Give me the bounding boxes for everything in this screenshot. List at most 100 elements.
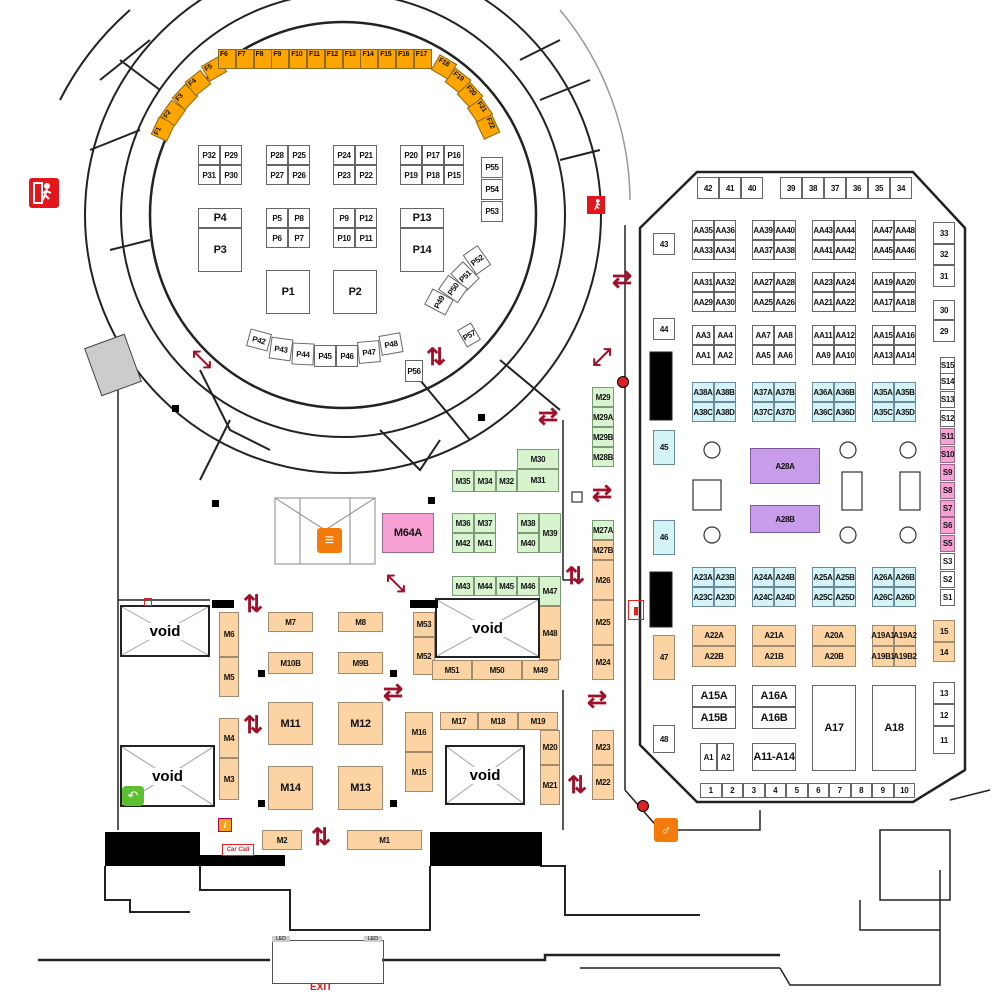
booth-aa36[interactable]: AA36 (714, 220, 736, 240)
booth-p45[interactable]: P45 (314, 345, 336, 367)
booth-a25b[interactable]: A25B (834, 567, 856, 587)
booth-aa14[interactable]: AA14 (894, 345, 916, 365)
booth-m52[interactable]: M52 (413, 637, 435, 675)
booth-aa35[interactable]: AA35 (692, 220, 714, 240)
booth-m6[interactable]: M6 (219, 612, 239, 657)
booth-f7[interactable]: F7 (235, 49, 254, 69)
booth-s8[interactable]: S8 (940, 482, 955, 499)
booth-f8[interactable]: F8 (253, 49, 272, 69)
booth-2[interactable]: 2 (721, 783, 743, 798)
booth-38[interactable]: 38 (802, 177, 824, 199)
booth-m29[interactable]: M29 (592, 387, 614, 407)
booth-m51[interactable]: M51 (432, 660, 472, 680)
booth-aa33[interactable]: AA33 (692, 240, 714, 260)
booth-a37d[interactable]: A37D (774, 402, 796, 422)
booth-p24[interactable]: P24 (333, 145, 355, 165)
booth-m31[interactable]: M31 (517, 469, 559, 492)
booth-aa13[interactable]: AA13 (872, 345, 894, 365)
booth-p22[interactable]: P22 (355, 165, 377, 185)
booth-m15[interactable]: M15 (405, 752, 433, 792)
booth-p23[interactable]: P23 (333, 165, 355, 185)
booth-aa43[interactable]: AA43 (812, 220, 834, 240)
booth-s1[interactable]: S1 (940, 589, 955, 606)
booth-m21[interactable]: M21 (540, 765, 560, 805)
booth-a22b[interactable]: A22B (692, 646, 736, 667)
booth-a38b[interactable]: A38B (714, 382, 736, 402)
booth-33[interactable]: 33 (933, 222, 955, 244)
booth-32[interactable]: 32 (933, 244, 955, 265)
booth-m14[interactable]: M14 (268, 766, 313, 810)
booth-m50[interactable]: M50 (472, 660, 522, 680)
booth-s7[interactable]: S7 (940, 500, 955, 517)
booth-45[interactable]: 45 (653, 430, 675, 465)
booth-p18[interactable]: P18 (422, 165, 444, 185)
booth-aa30[interactable]: AA30 (714, 292, 736, 312)
booth-41[interactable]: 41 (719, 177, 741, 199)
booth-a24d[interactable]: A24D (774, 587, 796, 607)
booth-aa21[interactable]: AA21 (812, 292, 834, 312)
booth-m2[interactable]: M2 (262, 830, 302, 850)
booth-m5[interactable]: M5 (219, 657, 239, 697)
booth-aa24[interactable]: AA24 (834, 272, 856, 292)
booth-13[interactable]: 13 (933, 682, 955, 704)
booth-a19a2[interactable]: A19A2 (893, 625, 917, 646)
booth-p10[interactable]: P10 (333, 228, 355, 248)
booth-m49[interactable]: M49 (522, 660, 559, 680)
booth-a37b[interactable]: A37B (774, 382, 796, 402)
booth-m25[interactable]: M25 (592, 600, 614, 645)
booth-p3[interactable]: P3 (198, 228, 242, 272)
booth-f16[interactable]: F16 (396, 49, 414, 69)
booth-m7[interactable]: M7 (268, 612, 313, 632)
booth-f10[interactable]: F10 (289, 49, 308, 69)
booth-aa4[interactable]: AA4 (714, 325, 736, 345)
booth-aa7[interactable]: AA7 (752, 325, 774, 345)
booth-30[interactable]: 30 (933, 300, 955, 320)
booth-aa39[interactable]: AA39 (752, 220, 774, 240)
booth-aa8[interactable]: AA8 (774, 325, 796, 345)
booth-aa12[interactable]: AA12 (834, 325, 856, 345)
booth-a25a[interactable]: A25A (812, 567, 834, 587)
booth-m11[interactable]: M11 (268, 702, 313, 745)
booth-a1[interactable]: A1 (700, 743, 717, 771)
booth-s11[interactable]: S11 (940, 428, 955, 445)
booth-m29b[interactable]: M29B (592, 427, 614, 447)
booth-p54[interactable]: P54 (481, 179, 503, 200)
booth-4[interactable]: 4 (764, 783, 786, 798)
booth-p4[interactable]: P4 (198, 208, 242, 228)
booth-aa5[interactable]: AA5 (752, 345, 774, 365)
booth-s6[interactable]: S6 (940, 517, 955, 534)
booth-aa9[interactable]: AA9 (812, 345, 834, 365)
booth-a18[interactable]: A18 (872, 685, 916, 771)
booth-aa22[interactable]: AA22 (834, 292, 856, 312)
booth-m18[interactable]: M18 (478, 712, 518, 730)
booth-6[interactable]: 6 (807, 783, 829, 798)
booth-p43[interactable]: P43 (268, 336, 294, 362)
booth-a28a[interactable]: A28A (750, 448, 820, 484)
booth-aa38[interactable]: AA38 (774, 240, 796, 260)
booth-f9[interactable]: F9 (271, 49, 290, 69)
booth-m10b[interactable]: M10B (268, 652, 313, 674)
booth-m47[interactable]: M47 (539, 576, 561, 606)
booth-5[interactable]: 5 (786, 783, 808, 798)
booth-m29a[interactable]: M29A (592, 407, 614, 427)
booth-a23b[interactable]: A23B (714, 567, 736, 587)
booth-m23[interactable]: M23 (592, 730, 614, 765)
booth-a24c[interactable]: A24C (752, 587, 774, 607)
booth-m38[interactable]: M38 (517, 513, 539, 533)
booth-m35[interactable]: M35 (452, 470, 474, 492)
booth-aa28[interactable]: AA28 (774, 272, 796, 292)
booth-aa1[interactable]: AA1 (692, 345, 714, 365)
booth-p2[interactable]: P2 (333, 270, 377, 314)
booth-m44[interactable]: M44 (474, 576, 496, 596)
booth-m42[interactable]: M42 (452, 533, 474, 553)
booth-s3[interactable]: S3 (940, 553, 955, 570)
booth-p11[interactable]: P11 (355, 228, 377, 248)
booth-m24[interactable]: M24 (592, 645, 614, 680)
booth-f13[interactable]: F13 (342, 49, 361, 69)
booth-a22a[interactable]: A22A (692, 625, 736, 646)
booth-f17[interactable]: F17 (413, 49, 432, 69)
booth-f12[interactable]: F12 (324, 49, 343, 69)
booth-aa31[interactable]: AA31 (692, 272, 714, 292)
booth-m43[interactable]: M43 (452, 576, 474, 596)
booth-aa17[interactable]: AA17 (872, 292, 894, 312)
